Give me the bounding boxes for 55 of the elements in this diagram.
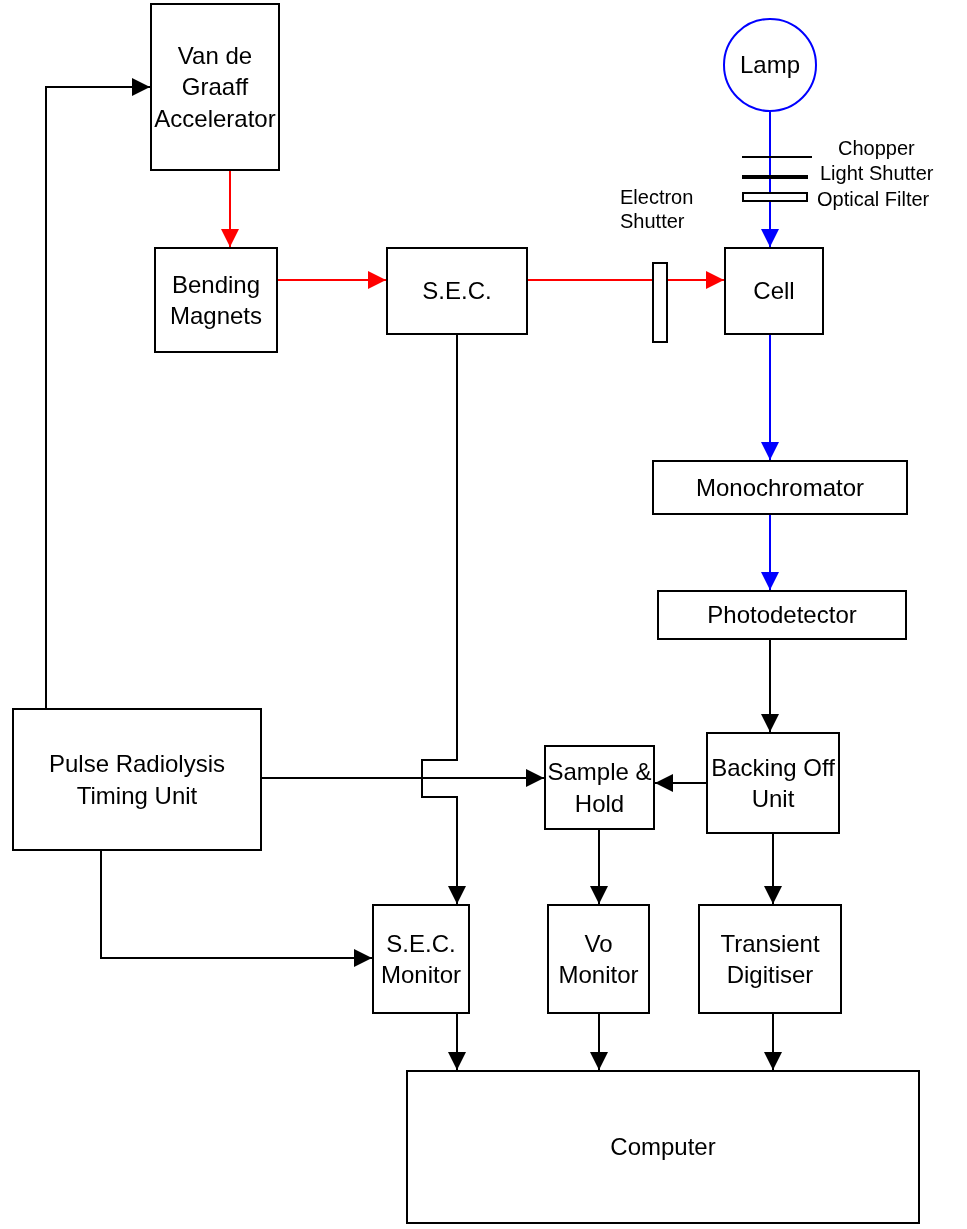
box-label: Lamp [739, 50, 800, 81]
component-label: Light Shutter [820, 161, 934, 185]
process-box [154, 247, 278, 353]
filter-bar [742, 192, 808, 202]
process-box [406, 1070, 920, 1224]
box-label: Monochromator [695, 472, 865, 503]
connector-line [769, 178, 771, 193]
process-box [372, 904, 470, 1014]
process-box [12, 708, 262, 851]
process-box [150, 3, 280, 171]
arrow [764, 833, 782, 905]
arrow [590, 1013, 608, 1071]
arrow [45, 78, 151, 709]
process-box [706, 732, 840, 834]
box-label: Cell [753, 276, 795, 307]
process-box [544, 745, 655, 830]
connector-line [769, 157, 771, 176]
arrow [761, 201, 779, 248]
process-box [547, 904, 650, 1014]
process-box [386, 247, 528, 335]
arrow [764, 1013, 782, 1071]
box-label: Backing Off Unit [710, 752, 836, 814]
arrow [761, 514, 779, 591]
arrow [277, 271, 387, 289]
arrow [421, 334, 466, 905]
box-label: Van de Graaff Accelerator [153, 41, 277, 134]
box-label: Bending Magnets [168, 269, 264, 331]
box-label: S.E.C. Monitor [380, 928, 462, 990]
box-label: Photodetector [707, 600, 857, 631]
box-label: Transient Digitiser [719, 928, 821, 990]
box-label: Computer [610, 1132, 716, 1163]
arrow [448, 1013, 466, 1071]
box-label: Sample & Hold [546, 757, 653, 819]
arrow [761, 639, 779, 733]
arrow [590, 829, 608, 905]
connector-line [527, 279, 653, 281]
component-label: Chopper [838, 136, 915, 160]
arrow [667, 271, 725, 289]
connector-line [769, 111, 771, 157]
process-box [652, 460, 908, 515]
arrow [100, 850, 373, 967]
box-label: Vo Monitor [557, 928, 640, 990]
arrow [221, 170, 239, 248]
component-label: Electron Shutter [620, 185, 695, 233]
arrow [261, 769, 545, 787]
process-box [724, 247, 824, 335]
process-box [657, 590, 907, 640]
component-label: Optical Filter [817, 187, 930, 211]
arrow [654, 774, 707, 792]
process-box [698, 904, 842, 1014]
shutter-bar [742, 175, 808, 179]
shutter-bar [652, 262, 668, 343]
box-label: Pulse Radiolysis Timing Unit [47, 749, 227, 811]
arrow [761, 334, 779, 461]
box-label: S.E.C. [422, 276, 492, 307]
